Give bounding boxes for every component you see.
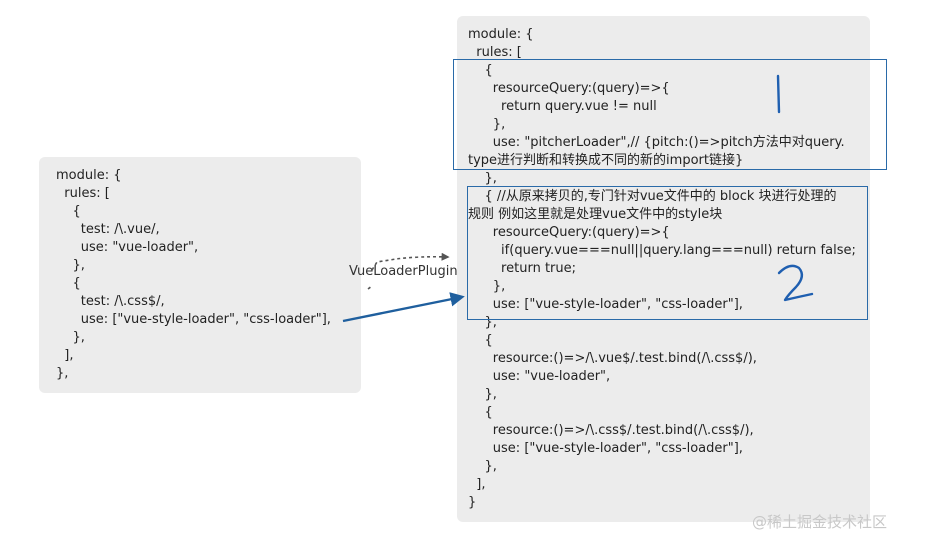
right-code-line: use: "pitcherLoader",// {pitch:()=>pitch… [468,135,845,150]
right-code-line: { [468,405,493,420]
handwritten-mark-one [776,74,781,114]
right-code-line: return true; [468,261,576,276]
right-code-line: }, [468,315,497,330]
left-code-line: ], [56,348,74,363]
left-code-line: test: /\.css$/, [56,294,165,309]
right-code-line: 规则 例如这里就是处理vue文件中的style块 [468,207,723,222]
right-code-line: if(query.vue===null||query.lang===null) … [468,243,856,258]
left-config-panel [39,157,361,393]
right-code-line: }, [468,387,497,402]
highlight-box-cloned-rule [467,186,868,320]
left-code-block: module: { rules: [ { test: /\.vue/, use:… [56,167,331,383]
right-code-line: { //从原来拷贝的,专门针对vue文件中的 block 块进行处理的 [468,189,837,204]
plugin-dashed-arrow [367,257,448,290]
left-code-line: }, [56,258,85,273]
left-code-line: test: /\.vue/, [56,222,160,237]
highlight-box-pitcher-rule [453,59,887,170]
right-code-line: { [468,333,493,348]
handwritten-mark-two [777,264,814,302]
right-code-line: ], [468,477,486,492]
right-code-line: module: { [468,27,534,42]
right-code-line: resource:()=>/\.vue$/.test.bind(/\.css$/… [468,351,757,366]
right-code-line: }, [468,279,506,294]
right-code-line: return query.vue != null [468,99,657,114]
left-code-line: { [56,204,81,219]
right-code-line: use: "vue-loader", [468,369,611,384]
right-code-block: module: { rules: [ { resourceQuery:(quer… [468,26,856,512]
right-code-line: type进行判断和转换成不同的新的import链接} [468,153,744,168]
right-code-line: resourceQuery:(query)=>{ [468,225,670,240]
right-code-line: use: ["vue-style-loader", "css-loader"], [468,441,743,456]
right-code-line: rules: [ [468,45,522,60]
right-code-line: }, [468,171,497,186]
right-code-line: }, [468,459,497,474]
left-code-line: use: "vue-loader", [56,240,199,255]
right-code-line: resourceQuery:(query)=>{ [468,81,670,96]
left-code-line: }, [56,330,85,345]
left-code-line: }, [56,366,69,381]
vueloaderplugin-label: VueLoaderPlugin [349,264,458,279]
left-code-line: { [56,276,81,291]
right-code-line: use: ["vue-style-loader", "css-loader"], [468,297,743,312]
left-code-line: module: { [56,168,122,183]
left-code-line: use: ["vue-style-loader", "css-loader"], [56,312,331,327]
right-code-line: }, [468,117,506,132]
right-code-line: { [468,63,493,78]
watermark: @稀土掘金技术社区 [752,513,888,531]
left-code-line: rules: [ [56,186,110,201]
right-code-line: resource:()=>/\.css$/.test.bind(/\.css$/… [468,423,754,438]
transform-arrow [342,292,465,323]
right-code-line: } [468,495,477,510]
